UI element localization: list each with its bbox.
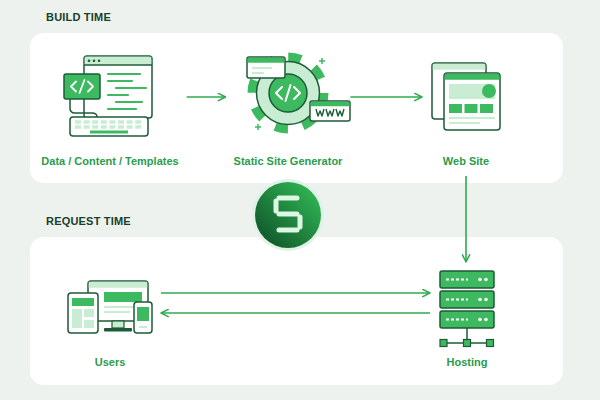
server-icon [484, 318, 488, 322]
section-heading: BUILD TIME [46, 10, 111, 24]
server-icon [464, 340, 471, 347]
devices-icon [137, 307, 149, 321]
website-icon [465, 104, 478, 113]
website-icon [449, 118, 495, 123]
generator-gear-icon [252, 68, 272, 73]
website-icon [444, 73, 500, 130]
logo-badge [276, 198, 300, 230]
generator-gear-icon [248, 58, 285, 63]
website-icon [432, 63, 500, 130]
data-icon [85, 57, 152, 65]
server-icon [440, 271, 494, 347]
time-section-panel: BUILD TIMEData / Content / TemplatesStat… [30, 33, 563, 183]
generator-gear-icon [276, 85, 300, 101]
flow-arrow [161, 292, 430, 294]
devices-icon [112, 321, 124, 328]
generator-gear-icon [247, 57, 350, 130]
devices-icon [89, 282, 148, 288]
data-icon [64, 56, 152, 136]
server-icon [446, 280, 468, 320]
server-icon [440, 340, 447, 347]
website-icon [449, 84, 495, 99]
flow-arrow [465, 176, 467, 262]
data-icon [75, 122, 143, 127]
node-label: Data / Content / Templates [41, 154, 178, 168]
time-section-panel: REQUEST TIMEUsersHosting [30, 237, 563, 385]
website-icon [480, 104, 493, 113]
server-icon [484, 278, 488, 282]
server-icon [484, 298, 488, 302]
logo-badge [252, 179, 324, 251]
flow-arrow [161, 312, 430, 314]
data-icon [71, 80, 93, 93]
devices-icon [104, 292, 142, 302]
data-icon [93, 60, 96, 63]
node-label: Users [95, 355, 126, 369]
devices-icon [134, 302, 152, 333]
generator-gear-icon [310, 101, 350, 121]
process-node: Users [62, 275, 158, 374]
logo-badge [255, 182, 321, 248]
section-panel [30, 33, 563, 183]
logo-badge [252, 179, 324, 251]
devices-icon [68, 281, 152, 333]
generator-gear-icon [316, 109, 344, 116]
website-icon [449, 104, 462, 113]
generator-gear-icon [247, 57, 285, 78]
devices-icon [139, 326, 147, 328]
data-icon [70, 117, 148, 136]
devices-icon [72, 309, 82, 328]
devices-icon [104, 328, 132, 332]
node-label: Web Site [443, 154, 489, 168]
devices-icon [84, 320, 94, 328]
server-icon [487, 340, 494, 347]
section-heading: REQUEST TIME [46, 214, 131, 228]
devices-icon [84, 309, 94, 317]
process-node: Static Site Generator [229, 46, 348, 173]
process-node: Hosting [433, 265, 501, 374]
website-icon [433, 64, 486, 70]
section-panel [30, 237, 563, 385]
generator-gear-icon [255, 58, 325, 130]
data-icon [108, 74, 146, 109]
data-icon [90, 131, 128, 134]
data-icon [88, 60, 91, 63]
server-icon [478, 298, 482, 302]
section-panel [30, 33, 563, 385]
process-node: Data / Content / Templates [36, 49, 183, 173]
connector-group [161, 97, 466, 313]
process-node: Web Site [425, 57, 507, 173]
website-icon [445, 74, 500, 80]
flow-arrow [187, 96, 226, 98]
data-icon [84, 64, 152, 66]
data-icon [64, 74, 100, 99]
server-icon [478, 278, 482, 282]
flow-arrow [350, 96, 422, 98]
node-label: Static Site Generator [234, 154, 343, 168]
data-icon [70, 99, 97, 117]
server-icon [478, 318, 482, 322]
website-icon [482, 84, 496, 98]
data-icon [98, 60, 101, 63]
node-label: Hosting [447, 355, 488, 369]
generator-gear-icon [269, 74, 307, 112]
generator-gear-icon [311, 102, 350, 107]
devices-icon [68, 293, 98, 333]
devices-icon [72, 298, 94, 306]
